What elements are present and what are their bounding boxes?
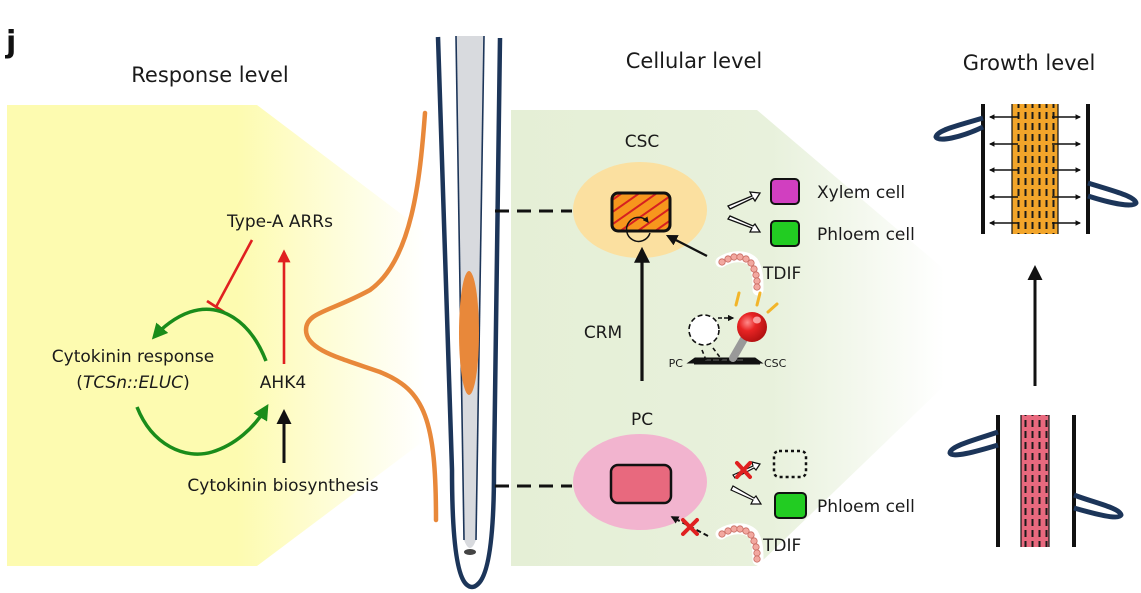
xylem-cell-icon bbox=[770, 178, 800, 205]
cellular-level-title: Cellular level bbox=[626, 49, 763, 73]
proliferating-vasculature bbox=[1012, 104, 1058, 234]
arrow-to-phloem bbox=[727, 215, 762, 233]
growth-bottom-tissue bbox=[947, 415, 1124, 547]
phloem-cell-icon-top bbox=[770, 220, 800, 247]
root-diagram bbox=[435, 35, 503, 590]
pc-label: PC bbox=[631, 410, 653, 430]
phloem-cell-label-top: Phloem cell bbox=[817, 225, 915, 245]
root-tip-dot bbox=[464, 549, 476, 555]
root-outline bbox=[435, 36, 503, 590]
right-cell-fold-top bbox=[1087, 180, 1139, 208]
reporter-name: TCSn::ELUC bbox=[83, 373, 183, 393]
cytokinin-response-label: Cytokinin response bbox=[52, 347, 214, 367]
differentiation-arrows-csc bbox=[727, 191, 762, 233]
root-expression-zone bbox=[459, 271, 479, 395]
phloem-cell-icon-bottom bbox=[774, 492, 807, 519]
absent-xylem-cell-icon bbox=[772, 449, 808, 479]
feedback-arrow-bottom bbox=[135, 403, 269, 456]
response-level-title: Response level bbox=[131, 63, 288, 87]
tdif-label-top: TDIF bbox=[762, 264, 801, 284]
response-panel-background bbox=[7, 105, 425, 566]
reporter-open: ( bbox=[76, 373, 83, 393]
pc-cell bbox=[609, 463, 673, 505]
inhibition-line bbox=[214, 239, 254, 308]
growth-top-tissue bbox=[933, 104, 1139, 234]
crm-label: CRM bbox=[584, 323, 622, 343]
ahk4-label: AHK4 bbox=[260, 373, 306, 393]
root-inner-line-right bbox=[475, 35, 485, 541]
panel-letter: j bbox=[5, 25, 16, 60]
tdif-peptide-bottom bbox=[715, 523, 764, 566]
tdif-peptide-top bbox=[715, 251, 764, 296]
reporter-label: (TCSn::ELUC) bbox=[76, 373, 189, 393]
switch-icon bbox=[686, 291, 779, 365]
narrow-vasculature bbox=[1021, 415, 1049, 547]
type-a-arrs-label: Type-A ARRs bbox=[226, 212, 333, 232]
self-renewal-icon bbox=[625, 216, 651, 243]
response-curve bbox=[303, 110, 439, 523]
csc-label: CSC bbox=[625, 132, 660, 152]
blocked-xylem-arrow bbox=[732, 461, 761, 479]
left-cell-fold-bottom bbox=[947, 429, 999, 458]
csc-cell bbox=[610, 191, 672, 233]
phloem-cell-label-bottom: Phloem cell bbox=[817, 497, 915, 517]
cytokinin-biosynthesis-label: Cytokinin biosynthesis bbox=[187, 476, 378, 496]
arrow-to-phloem-pc bbox=[730, 485, 763, 505]
growth-level-title: Growth level bbox=[963, 51, 1096, 75]
reporter-close: ) bbox=[183, 373, 190, 393]
tdif-label-bottom: TDIF bbox=[762, 536, 801, 556]
switch-label-csc: CSC bbox=[764, 357, 787, 370]
root-inner-line-left bbox=[455, 35, 465, 541]
tdif-to-csc-arrow bbox=[665, 234, 708, 258]
switch-label-pc: PC bbox=[669, 357, 684, 370]
radial-growth-arrows bbox=[988, 114, 1082, 226]
xylem-cell-label: Xylem cell bbox=[817, 183, 905, 203]
left-cell-fold-top bbox=[933, 115, 985, 142]
blocked-tdif-icon bbox=[681, 518, 699, 536]
feedback-arrow-top bbox=[151, 307, 268, 362]
arrow-to-xylem bbox=[727, 191, 762, 210]
right-cell-fold-bottom bbox=[1073, 492, 1124, 520]
